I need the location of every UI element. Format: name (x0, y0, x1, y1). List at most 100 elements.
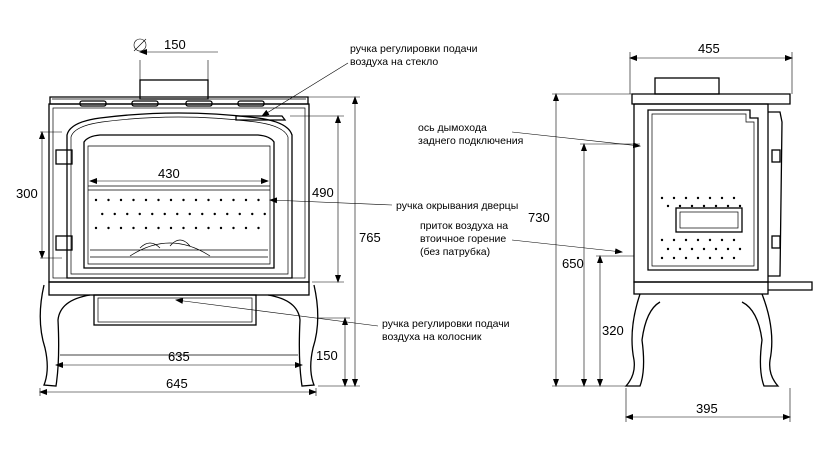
air-hole-dot (732, 196, 736, 200)
rear-plate (768, 281, 813, 291)
side-leg-right (741, 293, 780, 387)
air-hole-dot (219, 198, 223, 202)
air-hole-dot (696, 196, 700, 200)
air-hole-dot (232, 198, 235, 202)
ash-drawer (93, 294, 257, 326)
callout-secondary-air-line1: приток воздуха на (420, 220, 508, 232)
air-hole-dot (238, 212, 241, 216)
air-hole-dot (163, 212, 166, 216)
door-glass (83, 134, 275, 269)
leg-height-label: 150 (316, 348, 338, 363)
air-hole-dot (219, 226, 223, 230)
air-hole-dot (738, 247, 742, 251)
air-hole-dot (251, 212, 254, 216)
air-hole-dot (94, 198, 98, 202)
air-hole-dot (660, 238, 664, 242)
door-frame (66, 112, 293, 279)
callout-secondary-air-line3: (без патрубка) (420, 246, 490, 258)
air-hole-dot (720, 256, 724, 260)
inner-width-label: 430 (158, 166, 180, 181)
air-hole-dot (732, 256, 736, 260)
inner-leg-width-label: 635 (168, 349, 190, 364)
air-hole-dot (720, 196, 724, 200)
front-view (39, 79, 319, 387)
air-hole-dot (213, 212, 216, 216)
side-vent (675, 207, 743, 233)
callout-secondary-air-line2: втоичное горение (420, 233, 506, 245)
air-hole-dot (182, 226, 185, 230)
callouts: ручка регулировки подачи воздуха на стек… (175, 43, 641, 343)
air-hole-dot (176, 212, 179, 216)
air-hole-dot (690, 247, 694, 251)
rear-parts (768, 111, 783, 277)
air-hole-dot (678, 247, 682, 251)
air-hole-dot (157, 198, 160, 202)
air-hole-dot (666, 247, 670, 251)
air-hole-dot (226, 212, 229, 216)
flue-collar (139, 79, 209, 100)
air-hole-dot (732, 238, 736, 242)
air-hole-dot (94, 226, 98, 230)
height-650-label: 650 (562, 256, 584, 271)
air-hole-dot (107, 226, 110, 230)
side-dimensions: 455 730 650 320 395 (528, 41, 793, 422)
front-leg-right (267, 284, 319, 387)
air-hole-dot (101, 212, 104, 216)
air-hole-dot (201, 212, 204, 216)
air-hole-dot (232, 226, 235, 230)
side-body (633, 103, 769, 283)
air-hole-dot (702, 247, 706, 251)
air-hole-dot (132, 226, 135, 230)
air-hole-dot (207, 226, 210, 230)
air-hole-dot (660, 196, 664, 200)
air-hole-dot (684, 238, 688, 242)
air-hole-dot (672, 238, 676, 242)
air-hole-dot (207, 198, 210, 202)
front-dimensions: 150 430 300 490 765 150 635 645 (16, 37, 381, 396)
total-depth-label: 455 (698, 41, 720, 56)
air-hole-dot (714, 204, 718, 208)
air-dot-pattern-side (660, 196, 742, 260)
door-height-label: 300 (16, 186, 38, 201)
air-hole-dot (138, 212, 141, 216)
air-hole-dot (708, 256, 712, 260)
air-hole-dot (660, 256, 664, 260)
air-hole-dot (244, 198, 248, 202)
air-hole-dot (151, 212, 154, 216)
callout-flue-axis-line1: ось дымохода (418, 122, 487, 134)
air-hole-dot (257, 198, 260, 202)
air-hole-dot (257, 226, 260, 230)
air-hole-dot (708, 196, 712, 200)
diameter-symbol (133, 38, 147, 52)
air-hole-dot (726, 204, 730, 208)
side-top-plate (631, 93, 791, 105)
side-leg-left (624, 293, 661, 387)
air-hole-dot (169, 198, 173, 202)
air-hole-dot (144, 226, 148, 230)
air-hole-dot (263, 212, 266, 216)
air-hole-dot (696, 238, 700, 242)
air-hole-dot (119, 226, 123, 230)
air-hole-dot (684, 196, 688, 200)
callout-glass-air-line2: воздуха на стекло (350, 56, 438, 68)
hinge-bottom (55, 235, 73, 251)
air-hole-dot (194, 226, 198, 230)
air-hole-dot (113, 212, 116, 216)
height-490-label: 490 (312, 185, 334, 200)
air-hole-dot (708, 238, 712, 242)
air-hole-dot (188, 212, 191, 216)
air-hole-dot (244, 226, 248, 230)
air-hole-dot (182, 198, 185, 202)
air-hole-dot (678, 204, 682, 208)
air-hole-dot (672, 196, 676, 200)
leg-depth-label: 395 (696, 401, 718, 416)
total-height-label: 765 (359, 230, 381, 245)
air-hole-dot (666, 204, 670, 208)
air-hole-dot (126, 212, 129, 216)
air-hole-dot (726, 247, 730, 251)
air-hole-dot (684, 256, 688, 260)
air-hole-dot (144, 198, 148, 202)
total-width-label: 645 (166, 376, 188, 391)
air-hole-dot (194, 198, 198, 202)
